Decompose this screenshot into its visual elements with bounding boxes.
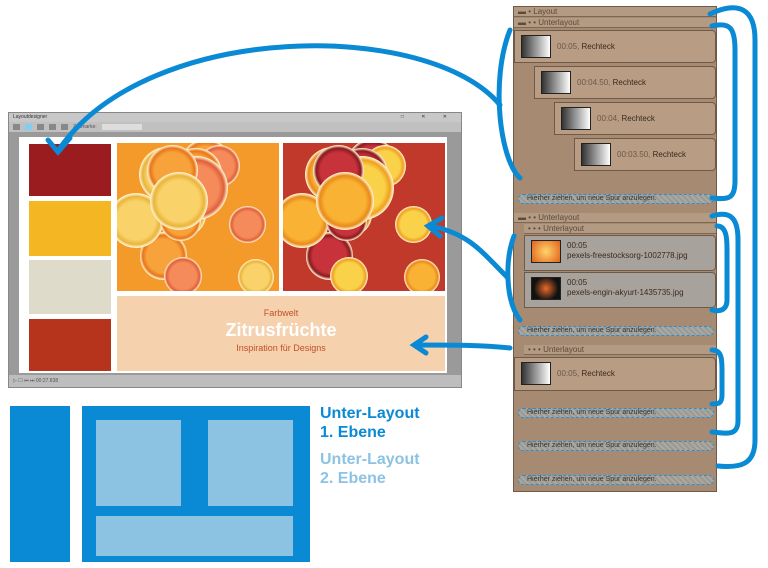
arrowhead xyxy=(423,215,445,239)
layout-designer-window: Layoutdesigner □ ✕ ✕ Zeitmarke: Farbwelt… xyxy=(8,112,462,388)
thumbnail xyxy=(521,362,551,385)
text-panel: Farbwelt Zitrusfrüchte Inspiration für D… xyxy=(117,296,445,371)
bracket-l0 xyxy=(707,5,758,469)
layout-header[interactable]: ▬ • Layout xyxy=(514,7,716,17)
citrus-slice xyxy=(163,256,203,291)
time-marker-input[interactable] xyxy=(101,124,142,130)
window-controls[interactable]: □ ✕ ✕ xyxy=(400,114,455,120)
clip[interactable]: 00:04, Rechteck xyxy=(554,102,716,135)
level1-block-right xyxy=(82,406,310,562)
thumbnail xyxy=(541,71,571,94)
color-swatch-beige xyxy=(29,260,111,314)
subtitle: Farbwelt xyxy=(263,308,299,318)
time-marker-label: Zeitmarke: xyxy=(73,124,97,130)
level2-block xyxy=(96,516,293,556)
unterlayout-label: Unterlayout xyxy=(538,18,580,27)
thumbnail xyxy=(521,35,551,58)
level2-block xyxy=(208,420,293,506)
drop-zone[interactable]: Hierher ziehen, um neue Spur anzulegen. xyxy=(518,408,714,418)
citrus-photo-1 xyxy=(117,143,279,291)
clip[interactable]: 00:03.50, Rechteck xyxy=(574,138,716,171)
play-icon[interactable]: ▷ ☐ ⏮ ⏭ xyxy=(13,378,35,384)
citrus-photo-2 xyxy=(283,143,445,291)
bracket-l2a xyxy=(709,223,730,314)
thumbnail xyxy=(531,277,561,300)
drop-zone[interactable]: Hierher ziehen, um neue Spur anzulegen. xyxy=(518,441,714,451)
level2-block xyxy=(96,420,181,506)
time-display: 00:27.838 xyxy=(35,378,59,384)
clip[interactable]: 00:04.50, Rechteck xyxy=(534,66,716,99)
legend: Unter-Layout 1. Ebene Unter-Layout 2. Eb… xyxy=(320,404,420,488)
color-swatch-orange-red xyxy=(29,319,111,371)
legend-level2-sub: 2. Ebene xyxy=(320,470,386,487)
arrow-images xyxy=(429,223,511,281)
bracket-l2b xyxy=(709,347,725,407)
citrus-slice xyxy=(403,258,441,291)
legend-level2: Unter-Layout xyxy=(320,451,420,468)
citrus-slice xyxy=(394,205,433,243)
thumbnail xyxy=(561,107,591,130)
layout-label: Layout xyxy=(533,7,558,16)
thumbnail xyxy=(581,143,611,166)
layout-page: Farbwelt Zitrusfrüchte Inspiration für D… xyxy=(19,137,447,373)
arrowhead xyxy=(409,334,429,356)
title: Zitrusfrüchte xyxy=(225,320,337,340)
toolbar: Zeitmarke: xyxy=(9,122,461,132)
level1-block-left xyxy=(10,406,70,562)
citrus-slice xyxy=(329,256,369,291)
legend-level1-sub: 1. Ebene xyxy=(320,424,386,441)
playback-bar: ▷ ☐ ⏮ ⏭ 00:27.838 xyxy=(9,375,461,387)
citrus-slice xyxy=(228,205,267,243)
arrowhead xyxy=(45,135,73,156)
unterlayout-header[interactable]: • • • Unterlayout xyxy=(524,224,716,234)
citrus-slice xyxy=(315,172,374,231)
citrus-slice xyxy=(149,172,208,231)
drop-zone[interactable]: Hierher ziehen, um neue Spur anzulegen. xyxy=(518,475,714,485)
layer-panel: ▬ • Layout ▬ • • Unterlayout 00:05, Rech… xyxy=(513,6,717,492)
arrow-text xyxy=(413,342,513,351)
drop-zone[interactable]: Hierher ziehen, um neue Spur anzulegen. xyxy=(518,326,714,336)
unterlayout-header[interactable]: • • • Unterlayout xyxy=(524,345,716,355)
window-title: Layoutdesigner xyxy=(9,113,461,122)
unterlayout-header[interactable]: ▬ • • Unterlayout xyxy=(514,18,716,28)
tool-button[interactable] xyxy=(37,124,44,130)
bracket-l1a xyxy=(709,22,738,202)
clip[interactable]: 00:05, Rechteck xyxy=(514,357,716,391)
sub-bracket xyxy=(496,27,523,181)
tool-button[interactable] xyxy=(61,124,68,130)
citrus-slice xyxy=(237,258,275,291)
tagline: Inspiration für Designs xyxy=(236,343,326,353)
arrow-layout xyxy=(57,43,503,151)
thumbnail xyxy=(531,240,561,263)
legend-level1: Unter-Layout xyxy=(320,405,420,422)
tool-button[interactable] xyxy=(49,124,56,130)
color-swatch-yellow xyxy=(29,201,111,256)
tool-button[interactable] xyxy=(25,124,32,130)
sub-bracket xyxy=(505,233,523,323)
tool-button[interactable] xyxy=(13,124,20,130)
unterlayout-header[interactable]: ▬ • • Unterlayout xyxy=(514,213,716,223)
bracket-l1b xyxy=(709,211,741,436)
clip[interactable]: 00:05, Rechteck xyxy=(514,30,716,63)
color-swatch-red xyxy=(29,144,111,196)
